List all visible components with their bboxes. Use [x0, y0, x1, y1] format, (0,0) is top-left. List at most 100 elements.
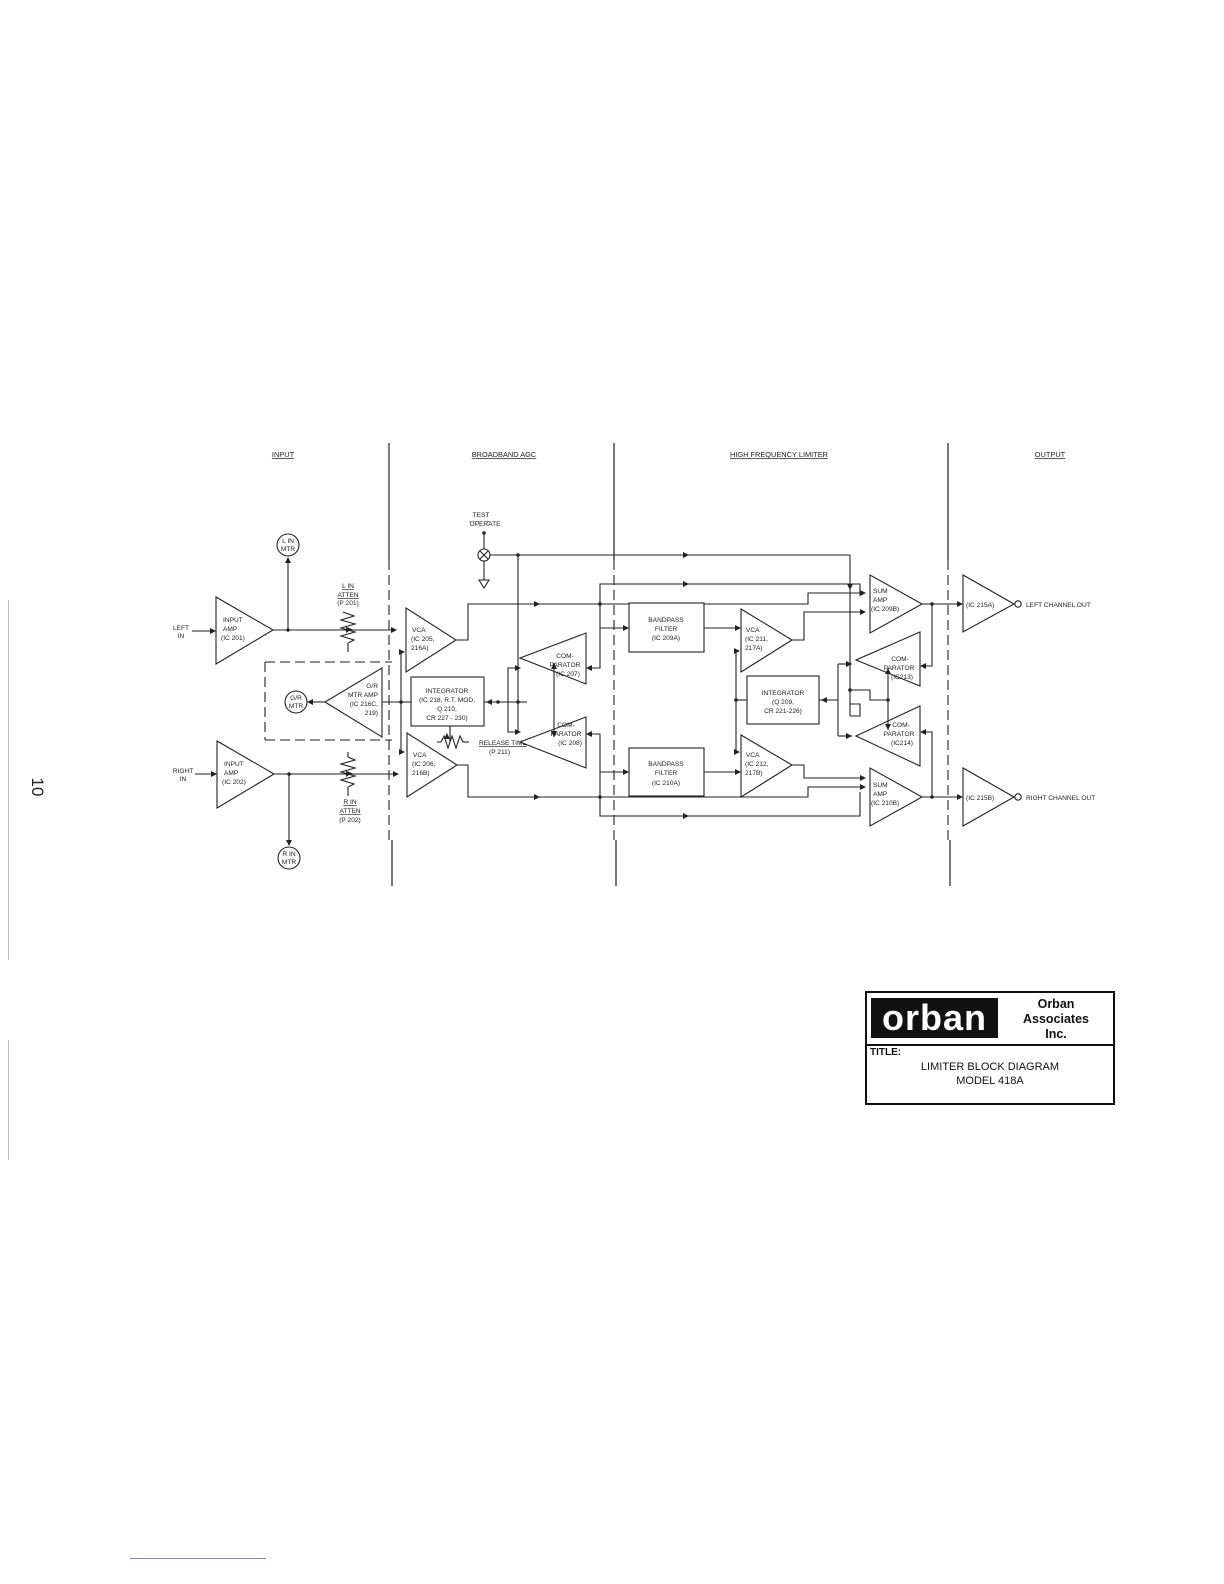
svg-text:CR 221-226): CR 221-226): [764, 708, 802, 715]
svg-text:(IC 202): (IC 202): [222, 779, 246, 786]
svg-text:COM-: COM-: [891, 656, 909, 663]
svg-text:217B): 217B): [745, 770, 763, 777]
svg-text:INPUT: INPUT: [224, 761, 244, 768]
section-separators: [388, 443, 951, 886]
release-time-potentiometer: [437, 726, 469, 750]
vca-hf-right: VCA (IC 212, 217B): [740, 734, 794, 798]
svg-text:COM-: COM-: [557, 722, 575, 729]
svg-text:ATTEN: ATTEN: [337, 592, 358, 599]
svg-text:COM-: COM-: [556, 653, 574, 660]
sum-amp-right: SUM AMP (IC 210B): [869, 767, 924, 827]
svg-text:SUM: SUM: [873, 782, 888, 789]
svg-text:(IC 208): (IC 208): [558, 740, 582, 747]
limiter-block-diagram: INPUT BROADBAND AGC HIGH FREQUENCY LIMIT…: [173, 443, 1095, 886]
bandpass-filter-b: BANDPASS FILTER (IC 210A): [628, 747, 705, 797]
section-output: OUTPUT: [1035, 450, 1066, 459]
company-name: Orban Associates Inc.: [1001, 997, 1111, 1042]
svg-text:VCA: VCA: [746, 627, 760, 634]
company-line-3: Inc.: [1045, 1027, 1067, 1041]
svg-text:(IC 210A): (IC 210A): [652, 780, 680, 787]
title-label: TITLE:: [870, 1047, 902, 1058]
svg-text:ATTEN: ATTEN: [339, 808, 360, 815]
svg-text:R IN: R IN: [282, 851, 295, 858]
svg-text:MTR: MTR: [282, 859, 297, 866]
output-buffer-left: (IC 215A): [962, 574, 1016, 633]
svg-text:COM-: COM-: [892, 722, 910, 729]
svg-text:(IC 216C,: (IC 216C,: [350, 701, 378, 708]
svg-text:BANDPASS: BANDPASS: [648, 617, 684, 624]
drawing-title: LIMITER BLOCK DIAGRAM MODEL 418A: [867, 1060, 1113, 1088]
svg-text:(P 201): (P 201): [337, 600, 359, 607]
svg-text:(IC 209A): (IC 209A): [652, 635, 680, 642]
svg-text:(P 202): (P 202): [339, 817, 361, 824]
svg-text:216A): 216A): [411, 645, 429, 652]
svg-text:R IN: R IN: [343, 799, 356, 806]
svg-text:(IC214): (IC214): [891, 740, 913, 747]
l-in-atten-potentiometer: [338, 611, 358, 652]
svg-text:(IC 212,: (IC 212,: [745, 761, 769, 768]
svg-text:INPUT: INPUT: [223, 617, 243, 624]
integrator-hf: INTEGRATOR (Q 209, CR 221-226): [746, 675, 820, 725]
svg-text:RELEASE TIME: RELEASE TIME: [479, 740, 527, 747]
vca-hf-left: VCA (IC 211, 217A): [740, 608, 794, 673]
left-channel-out-label: LEFT CHANNEL OUT: [1026, 602, 1091, 609]
svg-text:CR 227 - 230): CR 227 - 230): [426, 715, 467, 722]
svg-text:PARATOR: PARATOR: [884, 665, 915, 672]
svg-text:AMP: AMP: [873, 597, 888, 604]
svg-text:OPERATE: OPERATE: [469, 521, 501, 528]
svg-text:BANDPASS: BANDPASS: [648, 761, 684, 768]
svg-text:216B): 216B): [412, 770, 430, 777]
left-in-label: LEFT IN: [173, 625, 189, 640]
svg-text:(Q 209,: (Q 209,: [772, 699, 794, 706]
svg-text:(IC 210B): (IC 210B): [871, 800, 899, 807]
drawing-title-line-2: MODEL 418A: [956, 1075, 1024, 1087]
svg-text:TEST: TEST: [473, 512, 490, 519]
svg-text:PARATOR: PARATOR: [550, 662, 581, 669]
input-amp-right: INPUT AMP (IC 202): [216, 740, 276, 809]
svg-text:PARATOR: PARATOR: [551, 731, 582, 738]
svg-text:G/R: G/R: [290, 695, 302, 702]
vca-right: VCA (IC 206, 216B): [406, 731, 459, 799]
svg-text:SUM: SUM: [873, 588, 888, 595]
svg-text:LEFT: LEFT: [173, 625, 189, 632]
output-buffer-right: (IC 215B): [962, 767, 1016, 827]
svg-text:(IC213): (IC213): [891, 674, 913, 681]
section-broadband-agc: BROADBAND AGC: [472, 450, 537, 459]
sum-amp-left: SUM AMP (IC 209B): [869, 574, 924, 634]
svg-text:217A): 217A): [745, 645, 763, 652]
left-out-terminal: [1014, 600, 1022, 608]
svg-text:INTEGRATOR: INTEGRATOR: [426, 688, 469, 695]
gr-meter: G/R MTR: [284, 690, 308, 714]
svg-text:MTR: MTR: [281, 546, 296, 553]
svg-text:(IC 207): (IC 207): [556, 671, 580, 678]
svg-text:VCA: VCA: [746, 752, 760, 759]
svg-text:MTR AMP: MTR AMP: [348, 692, 379, 699]
svg-text:AMP: AMP: [223, 626, 238, 633]
section-input: INPUT: [272, 450, 295, 459]
l-in-meter: L IN MTR: [276, 533, 300, 557]
svg-text:(IC 209B): (IC 209B): [871, 606, 899, 613]
svg-text:AMP: AMP: [873, 791, 888, 798]
l-in-atten-label: L IN ATTEN (P 201): [337, 583, 359, 607]
orban-logo: orban: [871, 998, 998, 1038]
svg-text:(P 211): (P 211): [489, 749, 510, 756]
svg-text:Q 210,: Q 210,: [437, 706, 457, 713]
right-out-terminal: [1014, 793, 1022, 801]
svg-text:FILTER: FILTER: [655, 626, 677, 633]
vca-left: VCA (IC 205, 216A): [405, 606, 458, 674]
r-in-atten-label: R IN ATTEN (P 202): [339, 799, 361, 824]
title-block-divider: [867, 1044, 1113, 1046]
svg-text:AMP: AMP: [224, 770, 239, 777]
svg-text:(IC 215B): (IC 215B): [966, 795, 994, 802]
svg-text:INTEGRATOR: INTEGRATOR: [762, 690, 805, 697]
gr-meter-amp: G/R MTR AMP (IC 216C, 219): [323, 667, 383, 738]
company-line-1: Orban: [1037, 997, 1075, 1011]
bottom-underline: [130, 1558, 266, 1559]
section-headers: INPUT BROADBAND AGC HIGH FREQUENCY LIMIT…: [272, 450, 1066, 459]
svg-text:(IC 215A): (IC 215A): [966, 602, 994, 609]
svg-text:RIGHT: RIGHT: [173, 768, 194, 775]
integrator-agc: INTEGRATOR (IC 218, R.T. MOD, Q 210, CR …: [410, 676, 485, 727]
svg-text:L IN: L IN: [282, 538, 294, 545]
bandpass-filter-a: BANDPASS FILTER (IC 209A): [628, 602, 705, 653]
